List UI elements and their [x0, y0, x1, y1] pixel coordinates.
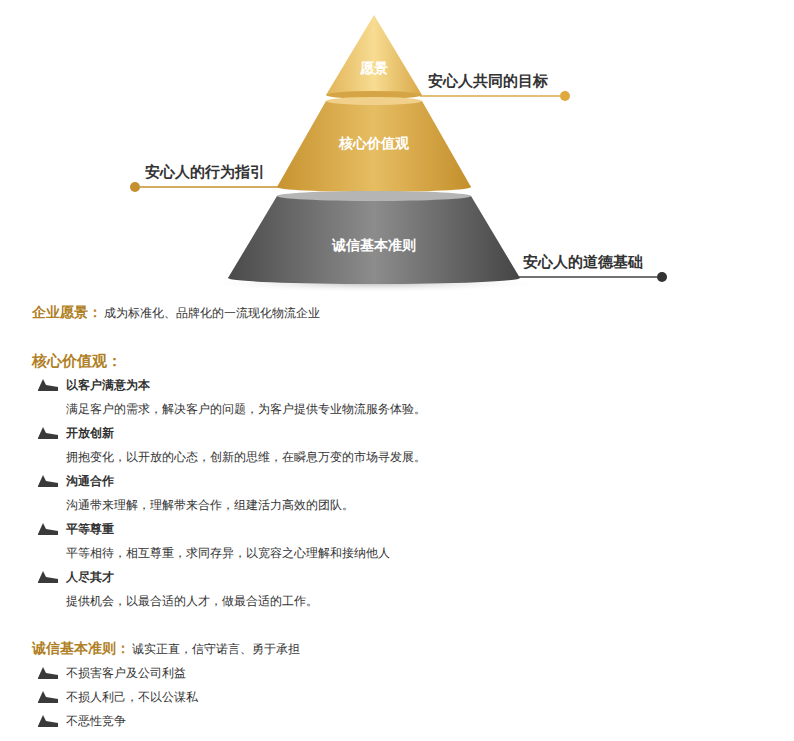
rule-item: 不损人利己，不以公谋私 — [66, 690, 198, 705]
callout-text: 安心人共同的目标 — [428, 72, 548, 91]
tier-title: 诚信基本准则 — [224, 237, 524, 254]
value-desc: 满足客户的需求，解决客户的问题，为客户提供专业物流服务体验。 — [66, 402, 426, 417]
section-heading: 企业愿景： — [32, 304, 102, 322]
value-title: 人尽其才 — [66, 570, 114, 585]
values-tier: 核心价值观 — [274, 96, 474, 194]
rule-item: 不损害客户及公司利益 — [66, 666, 186, 681]
callout-text: 安心人的道德基础 — [523, 253, 643, 272]
tier-title: 核心价值观 — [274, 135, 474, 152]
pyramid-shadow — [199, 273, 549, 293]
value-desc: 提供机会，以最合适的人才，做最合适的工作。 — [66, 594, 318, 609]
value-title: 沟通合作 — [66, 474, 114, 489]
value-title: 平等尊重 — [66, 522, 114, 537]
bullet-icons — [38, 379, 58, 727]
section-text: 诚实正直，信守诺言、勇于承担 — [132, 642, 300, 657]
tier-title: 愿景 — [322, 60, 426, 77]
leader-lines — [130, 91, 667, 282]
value-title: 开放创新 — [66, 426, 114, 441]
callout-text: 安心人的行为指引 — [145, 163, 265, 182]
value-title: 以客户满意为本 — [66, 378, 150, 393]
value-desc: 沟通带来理解，理解带来合作，组建活力高效的团队。 — [66, 498, 354, 513]
section-text: 成为标准化、品牌化的一流现化物流企业 — [104, 306, 320, 321]
tier-shape — [322, 12, 426, 102]
rule-item: 不恶性竞争 — [66, 714, 126, 729]
value-desc: 平等相待，相互尊重，求同存异，以宽容之心理解和接纳他人 — [66, 546, 390, 561]
value-desc: 拥抱变化，以开放的心态，创新的思维，在瞬息万变的市场寻发展。 — [66, 450, 426, 465]
integrity-tier: 诚信基本准则 — [224, 190, 524, 286]
section-heading: 诚信基本准则： — [32, 640, 130, 658]
vision-tier: 愿景 — [322, 12, 426, 102]
section-heading: 核心价值观： — [32, 352, 122, 371]
